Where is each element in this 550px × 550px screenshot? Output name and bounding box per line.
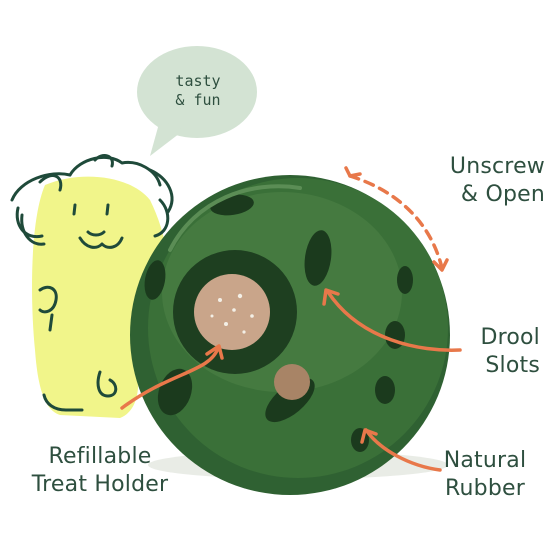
unscrew-arrow <box>348 174 444 270</box>
treat-holder-line2: Treat Holder <box>31 472 169 497</box>
treat-holder-line1: Refillable <box>48 444 152 469</box>
rubber-line1: Natural <box>443 448 527 473</box>
callout-arrows <box>120 166 462 472</box>
speech-bubble-line2: & fun <box>175 91 221 109</box>
natural-rubber-label: Natural Rubber <box>430 447 540 503</box>
drool-arrow <box>326 290 462 352</box>
unscrew-line1: Unscrew <box>449 154 545 179</box>
rubber-arrow <box>364 428 442 472</box>
speech-bubble <box>137 46 257 156</box>
rubber-line2: Rubber <box>445 476 525 501</box>
drool-slots-label: Drool Slots <box>455 324 540 380</box>
drool-line1: Drool <box>480 325 540 350</box>
treat-holder-arrow <box>120 346 220 410</box>
speech-bubble-line1: tasty <box>175 72 221 90</box>
treat-ball <box>130 175 450 495</box>
unscrew-label: Unscrew & Open <box>420 153 545 209</box>
drool-line2: Slots <box>485 353 540 378</box>
speech-bubble-text: tasty & fun <box>160 72 236 110</box>
treat-holder-label: Refillable Treat Holder <box>20 443 180 499</box>
unscrew-line2: & Open <box>460 182 545 207</box>
